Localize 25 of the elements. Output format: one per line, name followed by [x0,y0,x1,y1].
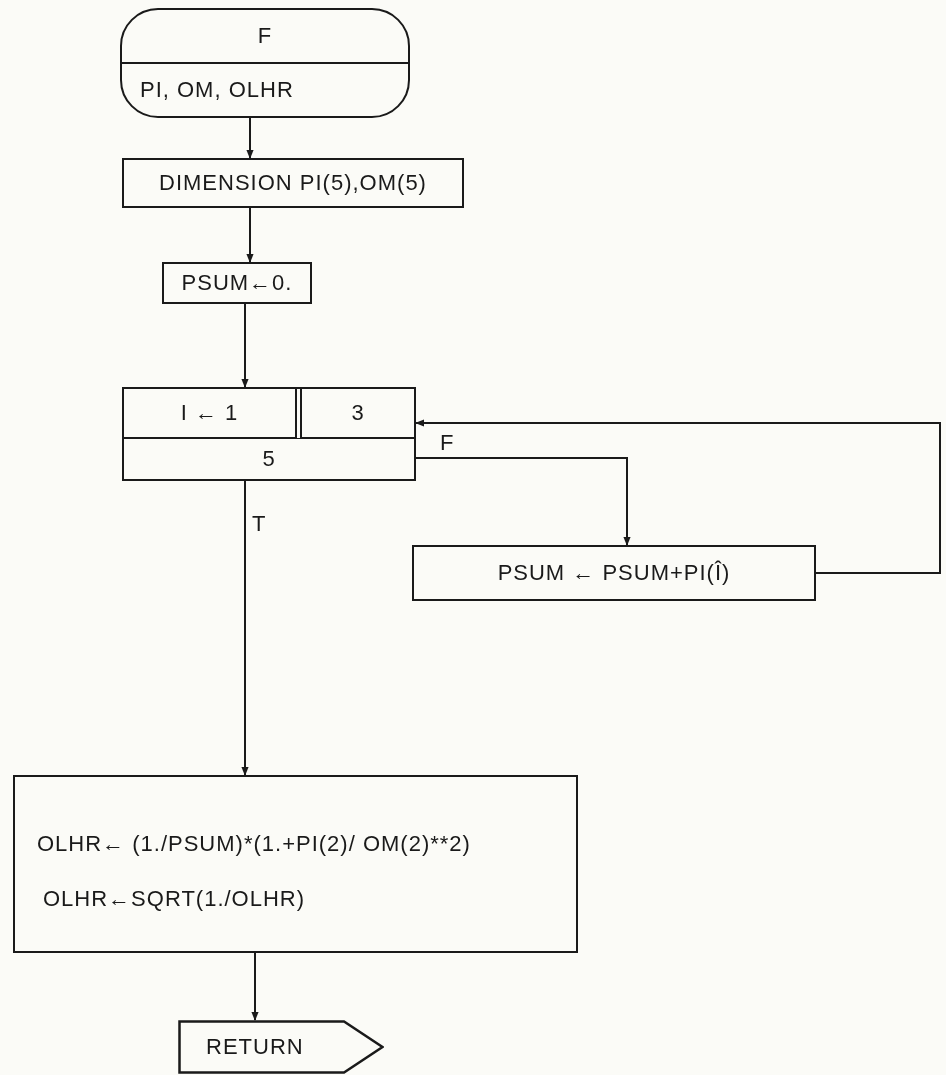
assignment-text: OLHR←SQRT(1./OLHR) [42,886,307,912]
parameter-list: PI, OM, OLHR [140,77,294,103]
function-name: F [257,23,273,49]
arrow [241,303,249,388]
process-box [13,775,578,953]
terminal-box [120,8,410,118]
arrow [415,419,941,574]
statement-text: PSUM ← PSUM+PI(Î) [497,560,731,586]
process-box [412,545,816,601]
arrow [246,117,254,159]
process-box [162,262,312,304]
statement-text: DIMENSION PI(5),OM(5) [159,170,427,196]
loop-box [122,387,416,481]
statement-text: PSUM←0. [181,270,293,296]
arrow [241,480,249,776]
loop-step: 3 [351,400,365,426]
arrow [251,952,259,1021]
return-terminal [178,1020,384,1074]
process-box [122,158,464,208]
loop-initial-value: I ← 1 [180,400,239,426]
arrow [415,457,631,546]
arrow [246,207,254,263]
return-label: RETURN [206,1034,304,1060]
loop-limit: 5 [262,446,276,472]
assignment-text: OLHR← (1./PSUM)*(1.+PI(2)/ OM(2)**2) [36,830,472,858]
